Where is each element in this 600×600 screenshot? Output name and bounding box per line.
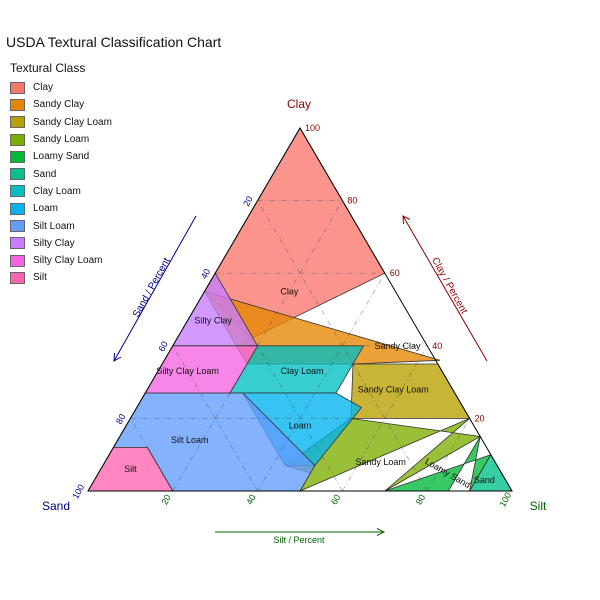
region-loamy-sand: [384, 436, 492, 492]
legend-label: Sandy Clay Loam: [33, 116, 112, 128]
legend-item-silt-loam: Silt Loam: [10, 217, 112, 234]
sand-tick-label: 80: [114, 412, 128, 426]
sand-tick-label: 40: [199, 267, 213, 281]
region-label-silt: Silt: [124, 464, 137, 474]
legend-item-silty-clay: Silty Clay: [10, 235, 112, 252]
texture-regions: [87, 127, 513, 492]
legend-item-sand: Sand: [10, 165, 112, 182]
legend-swatch: [10, 116, 25, 129]
legend-label: Sandy Loam: [33, 134, 90, 146]
clay-axis-arrowhead: [402, 215, 411, 225]
legend-item-clay-loam: Clay Loam: [10, 183, 112, 200]
legend-label: Silt: [33, 272, 47, 284]
legend-swatch: [10, 202, 25, 215]
region-label-sandy-loam: Sandy Loam: [355, 457, 406, 467]
region-label-sandy-clay-loam: Sandy Clay Loam: [358, 384, 429, 394]
legend-item-clay: Clay: [10, 79, 112, 96]
clay-tick-label: 100: [305, 123, 320, 133]
sand-axis-arrow: [113, 215, 197, 362]
clay-axis-title: Clay / Percent: [429, 256, 469, 316]
region-label-silty-clay: Silty Clay: [194, 315, 232, 325]
silt-tick-label: 100: [497, 491, 513, 509]
region-label-sand: Sand: [474, 475, 495, 485]
silt-tick-label: 60: [329, 493, 343, 507]
sand-tick-label: 60: [156, 340, 170, 354]
silt-axis-title: Silt / Percent: [273, 535, 325, 545]
sand-axis-title: Sand / Percent: [131, 256, 173, 319]
legend-swatch: [10, 168, 25, 181]
grid-line-sand-60: [172, 345, 258, 492]
silt-tick-label: 80: [414, 493, 428, 507]
legend-swatch: [10, 150, 25, 163]
legend-label: Loam: [33, 203, 59, 215]
legend-label: Sand: [33, 168, 57, 180]
legend-label: Silty Clay: [33, 237, 75, 249]
legend-label: Clay: [33, 82, 54, 94]
legend-swatch: [10, 271, 25, 284]
legend-label: Loamy Sand: [33, 151, 90, 163]
clay-axis-arrow: [402, 215, 488, 362]
region-label-loam: Loam: [289, 421, 312, 431]
clay-vertex-label: Clay: [287, 97, 311, 111]
legend-item-silty-clay-loam: Silty Clay Loam: [10, 252, 112, 269]
region-label-clay: Clay: [280, 286, 299, 296]
clay-tick-label: 40: [432, 341, 442, 351]
silt-tick-label: 40: [244, 493, 258, 507]
legend-swatch: [10, 185, 25, 198]
legend-swatch: [10, 98, 25, 111]
legend-item-sandy-loam: Sandy Loam: [10, 131, 112, 148]
legend-swatch: [10, 237, 25, 250]
legend-swatch: [10, 81, 25, 94]
legend-item-loamy-sand: Loamy Sand: [10, 148, 112, 165]
sand-tick-label: 100: [70, 483, 86, 501]
legend-label: Silty Clay Loam: [33, 255, 103, 267]
legend-item-silt: Silt: [10, 269, 112, 286]
silt-vertex-label: Silt: [530, 499, 547, 513]
clay-tick-label: 60: [390, 268, 400, 278]
triangle-frame: [87, 127, 513, 492]
legend: Textural Class Clay Sandy Clay Sandy Cla…: [10, 61, 112, 287]
legend-swatch: [10, 133, 25, 146]
legend-item-loam: Loam: [10, 200, 112, 217]
region-label-silty-clay-loam: Silty Clay Loam: [156, 366, 219, 376]
legend-label: Silt Loam: [33, 220, 75, 232]
region-label-clay-loam: Clay Loam: [281, 366, 324, 376]
legend-label: Clay Loam: [33, 185, 81, 197]
legend-swatch: [10, 254, 25, 267]
grid-line-sand-80: [130, 418, 174, 492]
sand-axis-arrowhead: [113, 352, 122, 362]
grid-lines: [130, 200, 470, 492]
legend-swatch: [10, 220, 25, 233]
region-label-sandy-clay: Sandy Clay: [374, 341, 421, 351]
grid-line-silt-60: [342, 345, 428, 492]
legend-item-sandy-clay: Sandy Clay: [10, 96, 112, 113]
sand-vertex-label: Sand: [42, 499, 70, 513]
grid-line-silt-80: [426, 418, 470, 492]
clay-tick-label: 80: [347, 196, 357, 206]
silt-tick-label: 20: [159, 493, 173, 507]
clay-tick-label: 20: [475, 413, 485, 423]
sand-tick-label: 20: [241, 194, 255, 208]
region-label-silt-loam: Silt Loam: [171, 435, 209, 445]
legend-item-sandy-clay-loam: Sandy Clay Loam: [10, 114, 112, 131]
silt-axis-arrowhead: [376, 528, 386, 536]
legend-label: Sandy Clay: [33, 99, 85, 111]
legend-title: Textural Class: [10, 61, 86, 75]
chart-title: USDA Textural Classification Chart: [6, 34, 222, 50]
